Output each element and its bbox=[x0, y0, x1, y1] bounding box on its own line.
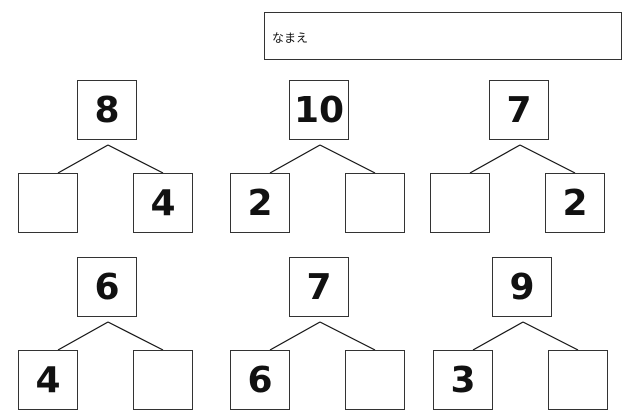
number-bond-3: 7 2 bbox=[430, 80, 610, 235]
total-box: 9 bbox=[492, 257, 552, 317]
number-bond-6: 9 3 bbox=[433, 257, 613, 412]
name-field[interactable]: なまえ bbox=[264, 12, 622, 60]
total-box: 7 bbox=[489, 80, 549, 140]
part-box-left[interactable]: 6 bbox=[230, 350, 290, 410]
part-box-right[interactable] bbox=[133, 350, 193, 410]
part-box-right[interactable]: 4 bbox=[133, 173, 193, 233]
total-box: 8 bbox=[77, 80, 137, 140]
bond-lines bbox=[269, 144, 376, 174]
total-box: 10 bbox=[289, 80, 349, 140]
part-box-left[interactable] bbox=[430, 173, 490, 233]
number-bond-4: 6 4 bbox=[18, 257, 198, 412]
number-bond-5: 7 6 bbox=[230, 257, 410, 412]
part-box-right[interactable]: 2 bbox=[545, 173, 605, 233]
bond-lines bbox=[57, 144, 164, 174]
part-box-right[interactable] bbox=[548, 350, 608, 410]
part-box-left[interactable]: 4 bbox=[18, 350, 78, 410]
part-box-left[interactable]: 3 bbox=[433, 350, 493, 410]
part-box-left[interactable] bbox=[18, 173, 78, 233]
number-bond-1: 8 4 bbox=[18, 80, 198, 235]
bond-lines bbox=[269, 321, 376, 351]
number-bond-2: 10 2 bbox=[230, 80, 410, 235]
bond-lines bbox=[469, 144, 576, 174]
total-box: 7 bbox=[289, 257, 349, 317]
part-box-right[interactable] bbox=[345, 173, 405, 233]
part-box-left[interactable]: 2 bbox=[230, 173, 290, 233]
part-box-right[interactable] bbox=[345, 350, 405, 410]
name-label: なまえ bbox=[272, 31, 309, 45]
total-box: 6 bbox=[77, 257, 137, 317]
bond-lines bbox=[472, 321, 579, 351]
bond-lines bbox=[57, 321, 164, 351]
